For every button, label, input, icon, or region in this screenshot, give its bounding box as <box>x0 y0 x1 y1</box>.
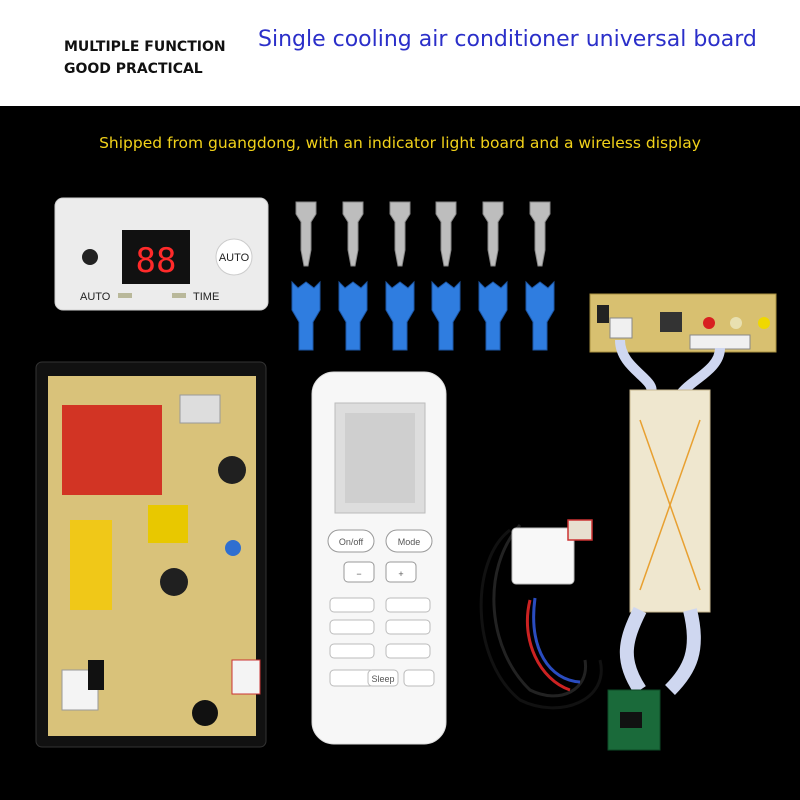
insulation-cap-icon <box>291 280 321 351</box>
terminal-connector-icon <box>295 201 317 267</box>
tagline: MULTIPLE FUNCTION GOOD PRACTICAL <box>64 36 226 80</box>
terminal-connector-icon <box>342 201 364 267</box>
remote-mode-label: Mode <box>398 537 421 547</box>
remote-control: On/off Mode − + Sleep <box>311 371 447 745</box>
ribbon-cable-assembly <box>607 339 725 751</box>
terminal-connectors <box>291 201 555 351</box>
product-photo: 88 AUTO AUTO TIME <box>35 197 777 751</box>
shipping-banner: Shipped from guangdong, with an indicato… <box>99 134 701 152</box>
tagline-line2: GOOD PRACTICAL <box>64 61 203 77</box>
remote-sleep-label: Sleep <box>371 674 394 684</box>
tagline-line1: MULTIPLE FUNCTION <box>64 39 226 55</box>
seven-segment-digits: 88 <box>136 241 177 281</box>
insulation-cap-icon <box>338 280 368 351</box>
auto-led-label: AUTO <box>80 291 111 303</box>
insulation-cap-icon <box>385 280 415 351</box>
remote-minus-label: − <box>356 569 361 579</box>
remote-onoff-label: On/off <box>339 537 364 547</box>
terminal-connector-icon <box>389 201 411 267</box>
insulation-cap-icon <box>431 280 461 351</box>
terminal-connector-icon <box>435 201 457 267</box>
terminal-connector-icon <box>482 201 504 267</box>
wiring-harness <box>479 519 603 710</box>
main-control-board <box>35 361 267 748</box>
time-led-label: TIME <box>193 291 219 303</box>
insulation-cap-icon <box>478 280 508 351</box>
page-title: Single cooling air conditioner universal… <box>258 27 757 52</box>
auto-button-label: AUTO <box>219 252 250 264</box>
header-bar: MULTIPLE FUNCTION GOOD PRACTICAL Single … <box>0 0 800 106</box>
insulation-cap-icon <box>525 280 555 351</box>
terminal-connector-icon <box>529 201 551 267</box>
remote-plus-label: + <box>398 569 403 579</box>
display-panel: 88 AUTO AUTO TIME <box>54 197 269 311</box>
